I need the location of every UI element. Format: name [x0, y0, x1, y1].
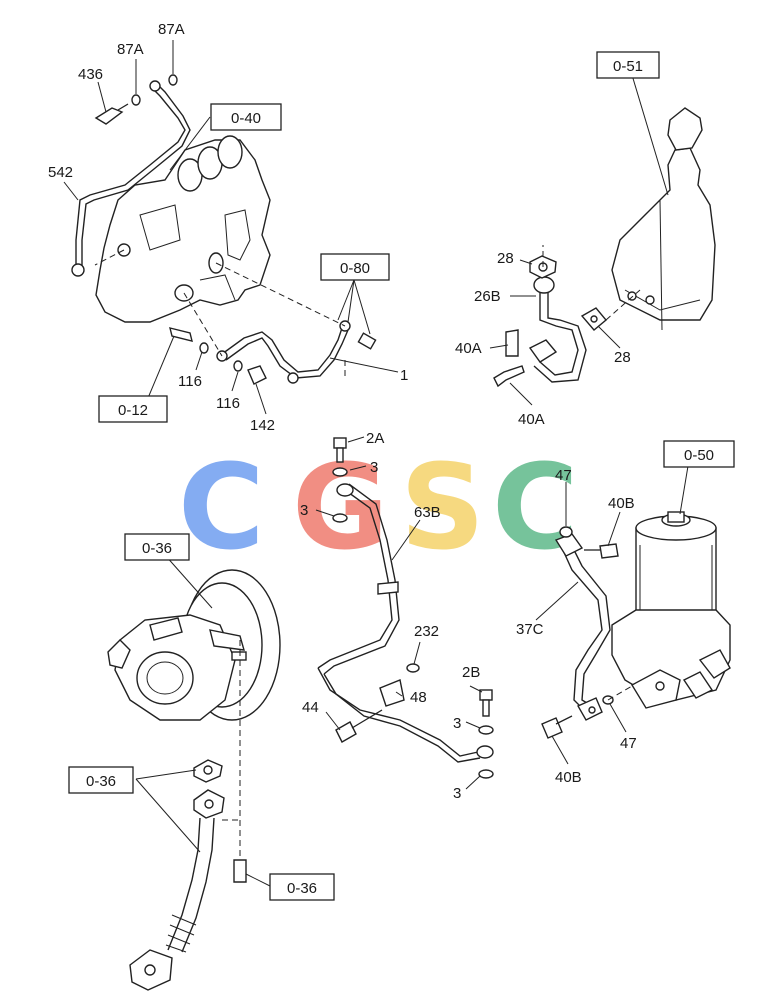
bolt-436: [94, 103, 129, 125]
reference-box-label: 0-12: [118, 402, 148, 419]
centerline: [605, 289, 641, 321]
part-label-436: 436: [78, 66, 103, 83]
banjo-fitting: [287, 372, 299, 384]
reference-box-0-36-turbo: 0-36: [124, 533, 190, 561]
washer-232: [406, 663, 420, 673]
bolt-40B: [541, 715, 573, 739]
bolt-40A: [505, 329, 519, 357]
clip-48: [379, 663, 420, 707]
engine-block: [95, 139, 271, 323]
fittings-116-142: [169, 327, 267, 385]
part-label-2A: 2A: [366, 430, 384, 447]
part-label-28: 28: [614, 349, 631, 366]
centerline: [215, 262, 346, 327]
washer-3: [332, 467, 348, 477]
reference-box-label: 0-36: [142, 540, 172, 557]
washer-3: [478, 725, 494, 735]
part-label-40B: 40B: [555, 769, 582, 786]
part-label-44: 44: [302, 699, 319, 716]
washer-3: [478, 769, 494, 779]
reference-box-0-12: 0-12: [98, 395, 168, 423]
bolt: [233, 859, 247, 883]
centerline: [183, 292, 223, 357]
fuel-pipe-1: [216, 320, 377, 384]
watermark: C G S C: [178, 438, 579, 576]
part-label-47: 47: [555, 467, 572, 484]
oil-feed-pipe-63B: [317, 483, 494, 763]
oil-filter: [611, 511, 731, 709]
watermark-letter-c1: C: [178, 438, 265, 576]
washer-87A: [131, 94, 141, 106]
reference-box-0-51: 0-51: [596, 51, 660, 79]
part-label-48: 48: [410, 689, 427, 706]
reference-box-label: 0-80: [340, 260, 370, 277]
reference-box-label: 0-36: [287, 880, 317, 897]
reference-box-0-80: 0-80: [320, 253, 390, 281]
reference-box-0-36-bolt: 0-36: [269, 873, 335, 901]
part-label-3: 3: [453, 715, 461, 732]
part-label-542: 542: [48, 164, 73, 181]
part-label-3: 3: [453, 785, 461, 802]
reference-box-label: 0-40: [231, 110, 261, 127]
reference-box-label: 0-36: [86, 773, 116, 790]
banjo-bolt-2B: [479, 689, 493, 717]
reference-box-0-50: 0-50: [663, 440, 735, 468]
oil-pipe-26B: [493, 255, 607, 388]
oil-filter-housing-upper: [611, 107, 716, 331]
block-edge: [199, 274, 236, 301]
washer-3: [332, 513, 348, 523]
housing-edge: [659, 199, 663, 331]
block-face: [139, 204, 181, 251]
part-label-142: 142: [250, 417, 275, 434]
part-label-232: 232: [414, 623, 439, 640]
bolt-44: [335, 709, 383, 743]
oil-pipe-37C: [554, 533, 611, 721]
pump-housing: [224, 209, 251, 261]
part-label-1: 1: [400, 367, 408, 384]
turbo-fitting: [231, 651, 247, 661]
centerline: [94, 249, 125, 266]
bolt-40A: [493, 365, 525, 388]
part-label-37C: 37C: [516, 621, 544, 638]
oil-return-pipe: [129, 759, 247, 991]
part-label-3: 3: [300, 502, 308, 519]
washer-47: [559, 526, 573, 538]
turbocharger: [107, 569, 281, 721]
part-label-63B: 63B: [414, 504, 441, 521]
part-label-40A: 40A: [455, 340, 482, 357]
banjo-bolt-2A: [333, 437, 347, 463]
washer-87A: [168, 74, 178, 86]
bolt-40B: [584, 543, 619, 559]
part-label-47: 47: [620, 735, 637, 752]
oil-pipe-542: [71, 80, 191, 277]
bolt: [357, 332, 377, 350]
reference-box-label: 0-51: [613, 58, 643, 75]
part-label-87A: 87A: [117, 41, 144, 58]
reference-box-0-40: 0-40: [210, 103, 282, 131]
part-label-3: 3: [370, 459, 378, 476]
housing-edge: [624, 289, 701, 311]
part-label-28: 28: [497, 250, 514, 267]
watermark-letter-s: S: [400, 438, 485, 576]
cylinder-bump: [217, 135, 243, 169]
engine-block-assembly: [95, 135, 271, 323]
banjo-fitting: [71, 263, 85, 277]
part-label-40A: 40A: [518, 411, 545, 428]
part-label-26B: 26B: [474, 288, 501, 305]
hose-ribs: [165, 914, 197, 953]
reference-box-label: 0-50: [684, 447, 714, 464]
part-label-116: 116: [178, 373, 202, 390]
part-label-40B: 40B: [608, 495, 635, 512]
part-labels: 87A 87A 436 542 1 116 116 142 28 26B 40A…: [48, 21, 637, 802]
part-label-116: 116: [216, 395, 240, 412]
centerline: [607, 685, 633, 701]
part-label-87A: 87A: [158, 21, 185, 38]
banjo-fitting: [149, 80, 161, 92]
part-label-2B: 2B: [462, 664, 480, 681]
reference-box-0-36-return: 0-36: [68, 766, 134, 794]
